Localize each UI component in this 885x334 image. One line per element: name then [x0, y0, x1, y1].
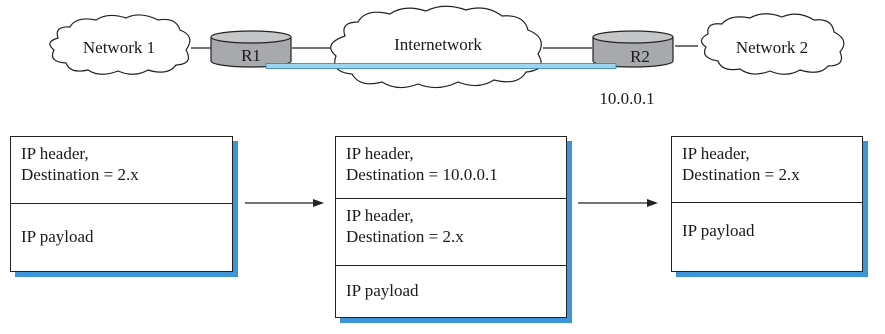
network-1-cloud: Network 1 — [49, 14, 191, 75]
packet-payload: IP payload — [672, 203, 862, 241]
payload-label: IP payload — [682, 221, 755, 240]
outer-header-destination: Destination = 10.0.0.1 — [346, 165, 498, 184]
inner-header: IP header, Destination = 2.x — [336, 199, 566, 266]
header-destination: Destination = 2.x — [682, 165, 800, 184]
header-label: IP header, — [21, 144, 89, 163]
packet-payload: IP payload — [336, 266, 566, 301]
inner-header-destination: Destination = 2.x — [346, 227, 464, 246]
tunnel-path — [265, 63, 617, 69]
header-destination: Destination = 2.x — [21, 165, 139, 184]
internetwork-label: Internetwork — [394, 35, 482, 54]
outer-header: IP header, Destination = 10.0.0.1 — [336, 137, 566, 199]
payload-label: IP payload — [346, 281, 419, 300]
r2-address-label: 10.0.0.1 — [599, 89, 654, 108]
payload-label: IP payload — [21, 227, 94, 246]
internetwork-cloud: Internetwork — [330, 5, 542, 89]
packet-decapsulated: IP header, Destination = 2.x IP payload — [671, 136, 863, 272]
inner-header-label: IP header, — [346, 206, 414, 225]
packet-encapsulated: IP header, Destination = 10.0.0.1 IP hea… — [335, 136, 567, 318]
packet-header: IP header, Destination = 2.x — [11, 137, 232, 204]
outer-header-label: IP header, — [346, 144, 414, 163]
router-r1: R1 — [210, 30, 292, 68]
arrow-1 — [245, 199, 324, 207]
router-r2-label: R2 — [630, 47, 650, 66]
network-2-cloud: Network 2 — [700, 13, 845, 75]
header-label: IP header, — [682, 144, 750, 163]
router-r1-label: R1 — [241, 46, 261, 65]
packet-payload: IP payload — [11, 204, 232, 247]
network-2-label: Network 2 — [736, 38, 808, 57]
network-1-label: Network 1 — [83, 38, 155, 57]
packet-header: IP header, Destination = 2.x — [672, 137, 862, 203]
packet-original: IP header, Destination = 2.x IP payload — [10, 136, 233, 272]
router-r2: R2 — [592, 30, 674, 68]
arrow-2 — [578, 199, 658, 207]
links — [191, 45, 698, 49]
